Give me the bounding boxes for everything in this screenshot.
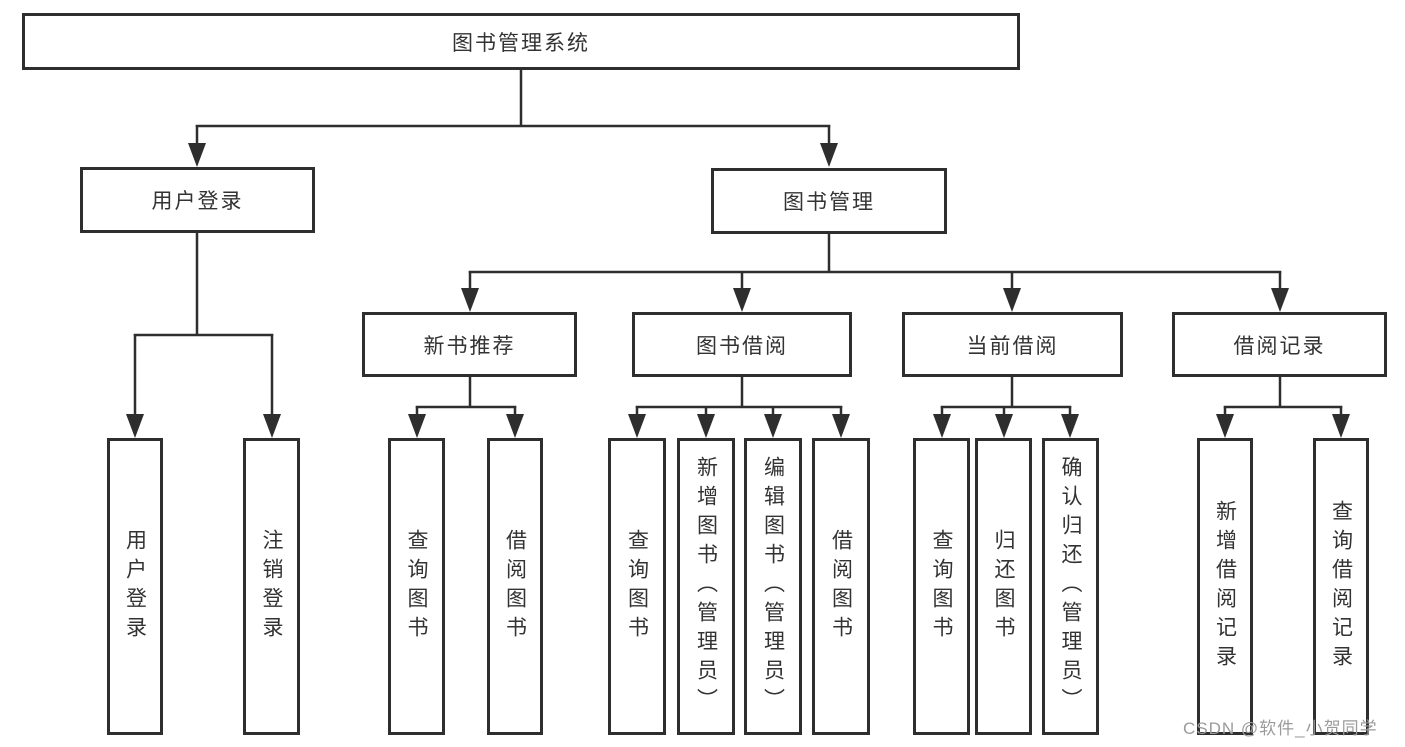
node-label: 图书借阅 <box>696 334 788 358</box>
node-label: 用户登录 <box>151 190 244 213</box>
node-label: 当前借阅 <box>966 334 1059 358</box>
node-label: 查询图书 <box>625 528 649 645</box>
node-new-book-recommend: 新书推荐 <box>362 312 577 377</box>
node-logout: 注销登录 <box>243 438 300 735</box>
node-user-login-action: 用户登录 <box>107 438 163 735</box>
node-borrowing-records: 借阅记录 <box>1172 312 1387 377</box>
node-borrow-books: 借阅图书 <box>487 438 543 735</box>
node-label: 新增借阅记录 <box>1213 499 1237 674</box>
connector-current-borrowing-branch <box>933 377 1079 438</box>
node-borrow-books: 借阅图书 <box>812 438 870 735</box>
node-label: 确认归还（管理员） <box>1059 456 1082 717</box>
connector-borrowing-records-branch <box>1216 377 1350 438</box>
node-label: 借阅图书 <box>829 528 853 645</box>
node-label: 注销登录 <box>260 528 283 645</box>
node-edit-books-admin: 编辑图书（管理员） <box>744 438 802 735</box>
node-library-management-system: 图书管理系统 <box>22 13 1020 70</box>
node-label: 图书管理 <box>783 191 875 214</box>
node-query-books: 查询图书 <box>913 438 970 735</box>
node-current-borrowing: 当前借阅 <box>902 312 1123 377</box>
connector-book-borrowing-branch <box>628 377 850 438</box>
connector-new-book-recommend-branch <box>408 377 524 438</box>
node-label: 新书推荐 <box>423 334 516 358</box>
node-query-books: 查询图书 <box>608 438 666 735</box>
node-label: 借阅图书 <box>503 528 527 645</box>
node-label: 用户登录 <box>123 528 147 645</box>
node-label: 图书管理系统 <box>452 31 590 55</box>
node-label: 查询借阅记录 <box>1329 499 1353 674</box>
node-add-books-admin: 新增图书（管理员） <box>677 438 735 735</box>
node-book-management: 图书管理 <box>711 168 947 234</box>
node-label: 新增图书（管理员） <box>694 456 718 717</box>
node-label: 归还图书 <box>992 528 1015 645</box>
watermark: CSDN @软件_小贺同学 <box>1183 719 1378 738</box>
connector-user-login-branch <box>126 233 281 438</box>
node-label: 查询图书 <box>930 528 953 645</box>
connector-book-management-branch <box>461 234 1289 312</box>
node-label: 查询图书 <box>405 528 428 645</box>
node-label: 借阅记录 <box>1233 334 1326 358</box>
node-return-books: 归还图书 <box>975 438 1032 735</box>
node-add-borrow-record: 新增借阅记录 <box>1197 438 1253 735</box>
node-query-books: 查询图书 <box>388 438 445 735</box>
node-query-borrow-record: 查询借阅记录 <box>1313 438 1369 735</box>
node-user-login: 用户登录 <box>80 167 315 233</box>
node-confirm-return-admin: 确认归还（管理员） <box>1042 438 1099 735</box>
connector-root-to-level2 <box>188 70 838 167</box>
node-label: 编辑图书（管理员） <box>761 456 785 717</box>
node-book-borrowing: 图书借阅 <box>632 312 852 377</box>
